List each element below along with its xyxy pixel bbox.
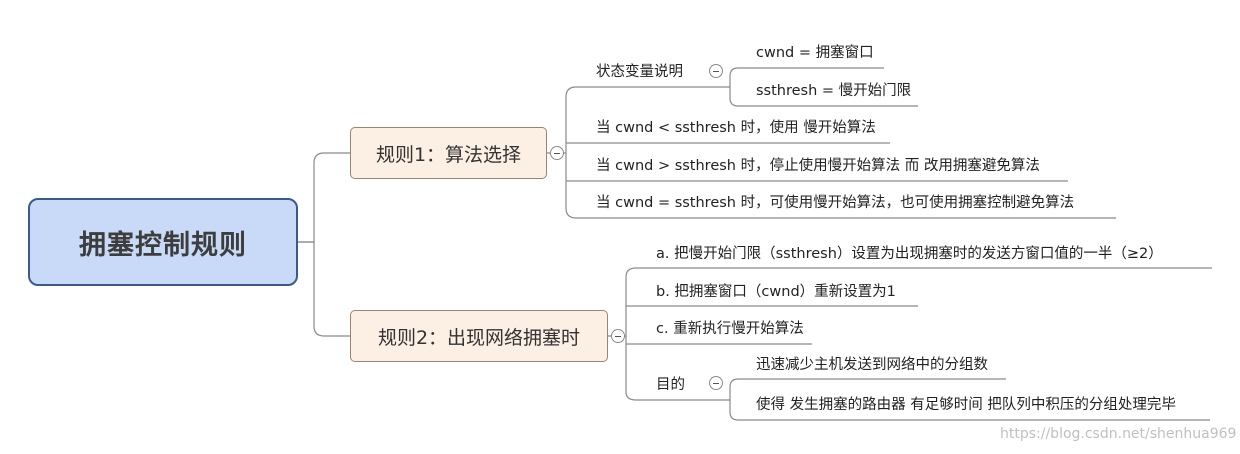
topic-cwnd-def[interactable]: cwnd = 拥塞窗口	[756, 45, 874, 61]
branch-rule2[interactable]: 规则2：出现网络拥塞时	[350, 310, 608, 362]
topic-cwnd-greater[interactable]: 当 cwnd > ssthresh 时，停止使用慢开始算法 而 改用拥塞避免算法	[596, 158, 1040, 174]
collapse-purpose-icon[interactable]	[709, 376, 723, 390]
connector-rule2-stem	[608, 267, 1212, 337]
topic-state-vars[interactable]: 状态变量说明	[596, 64, 683, 80]
topic-cwnd-equal[interactable]: 当 cwnd = ssthresh 时，可使用慢开始算法，也可使用拥塞控制避免算…	[596, 195, 1075, 211]
connector-rule1-stem	[547, 86, 723, 154]
root-topic[interactable]: 拥塞控制规则	[28, 198, 298, 286]
topic-step-b[interactable]: b. 把拥塞窗口（cwnd）重新设置为1	[656, 284, 896, 300]
root-topic-label: 拥塞控制规则	[79, 229, 247, 261]
branch-rule2-label: 规则2：出现网络拥塞时	[377, 326, 581, 349]
connector-purpose	[723, 378, 1006, 401]
topic-cwnd-less[interactable]: 当 cwnd < ssthresh 时，使用 慢开始算法	[596, 120, 876, 136]
topic-purpose[interactable]: 目的	[656, 377, 685, 393]
collapse-rule1-icon[interactable]	[550, 146, 564, 160]
branch-rule1[interactable]: 规则1：算法选择	[350, 127, 547, 179]
watermark: https://blog.csdn.net/shenhua969	[1000, 426, 1237, 442]
branch-rule1-label: 规则1：算法选择	[375, 143, 522, 166]
collapse-state-vars-icon[interactable]	[709, 64, 723, 78]
connector-state-vars	[723, 67, 884, 88]
topic-ssthresh-def[interactable]: ssthresh = 慢开始门限	[756, 83, 912, 99]
topic-step-c[interactable]: c. 重新执行慢开始算法	[656, 321, 804, 337]
connector-root-rule1	[298, 152, 350, 243]
topic-purpose-clear-queue[interactable]: 使得 发生拥塞的路由器 有足够时间 把队列中积压的分组处理完毕	[756, 397, 1176, 413]
topic-step-a[interactable]: a. 把慢开始门限（ssthresh）设置为出现拥塞时的发送方窗口值的一半（≥2…	[656, 246, 1163, 262]
connector-root-rule2	[298, 241, 350, 337]
topic-purpose-reduce[interactable]: 迅速减少主机发送到网络中的分组数	[756, 357, 988, 373]
collapse-rule2-icon[interactable]	[611, 329, 625, 343]
